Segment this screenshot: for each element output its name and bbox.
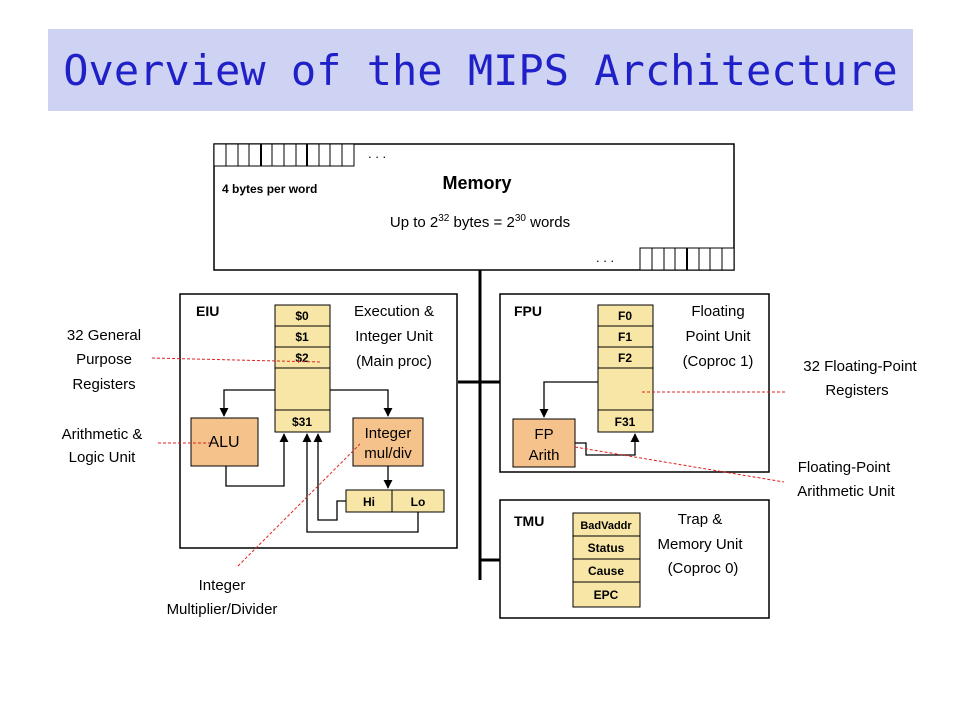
- system-bus: [458, 270, 500, 580]
- tmu-desc-line-2: Memory Unit: [657, 536, 743, 553]
- fpr-1: F1: [618, 330, 632, 344]
- memory-label: Memory: [442, 173, 511, 193]
- lo-register: Lo: [411, 495, 426, 509]
- muldiv-box: [352, 417, 424, 467]
- bytes-per-word-label: 4 bytes per word: [222, 182, 317, 196]
- tmu-desc-line-3: (Coproc 0): [668, 560, 739, 577]
- tmu-reg-badvaddr: BadVaddr: [580, 520, 632, 532]
- tmu-block: TMU Trap & Memory Unit (Coproc 0) BadVad…: [499, 499, 770, 619]
- alu-label: ALU: [208, 434, 239, 451]
- annotation-fparith-pointer: [574, 446, 785, 483]
- memory-ellipsis-bottom: . . .: [596, 250, 614, 265]
- muldiv-label-1: Integer: [365, 425, 412, 442]
- fpr-0: F0: [618, 309, 632, 323]
- annotation-muldiv-line-1: Integer: [199, 577, 246, 594]
- annotation-gpr-line-1: 32 General: [67, 327, 141, 344]
- annotation-alu-line-1: Arithmetic &: [62, 426, 143, 443]
- annotation-muldiv-line-2: Multiplier/Divider: [167, 601, 278, 618]
- annotation-gpr-line-3: Registers: [72, 376, 135, 393]
- eiu-desc-line-1: Execution &: [354, 303, 434, 320]
- fp-arith-box: [512, 418, 576, 468]
- annotation-muldiv: Integer Multiplier/Divider: [167, 443, 361, 618]
- fpu-name: FPU: [514, 303, 542, 319]
- page-title: Overview of the MIPS Architecture: [63, 45, 898, 95]
- fpr-2: F2: [618, 351, 632, 365]
- annotation-fpr-line-1: 32 Floating-Point: [803, 358, 917, 375]
- memory-words-top: [213, 143, 355, 167]
- gpr-1: $1: [295, 330, 309, 344]
- gpr-2: $2: [295, 351, 309, 365]
- eiu-desc-line-3: (Main proc): [356, 353, 432, 370]
- gpr-31: $31: [292, 415, 312, 429]
- muldiv-label-2: mul/div: [364, 445, 412, 462]
- annotation-gpr-pointer: [151, 357, 321, 363]
- fpu-desc-line-3: (Coproc 1): [683, 353, 754, 370]
- tmu-register-file: [572, 512, 641, 608]
- fp-arith-label-1: FP: [534, 426, 553, 443]
- fpu-desc-line-1: Floating: [691, 303, 744, 320]
- tmu-reg-status: Status: [588, 541, 625, 555]
- annotation-alu-line-2: Logic Unit: [69, 449, 137, 466]
- eiu-wiring: [219, 389, 419, 533]
- tmu-reg-cause: Cause: [588, 564, 624, 578]
- alu-box: [190, 417, 259, 467]
- fpu-wiring: [539, 381, 640, 456]
- annotation-gpr-line-2: Purpose: [76, 351, 132, 368]
- memory-block: . . . . . . 4 bytes per word Memory Up t…: [213, 143, 735, 271]
- annotation-fparith: Floating-Point Arithmetic Unit: [574, 446, 896, 500]
- tmu-name: TMU: [514, 513, 544, 529]
- fpu-block: FPU Floating Point Unit (Coproc 1) F0 F1…: [499, 293, 770, 473]
- memory-words-bottom: [639, 247, 735, 271]
- tmu-desc-line-1: Trap &: [678, 511, 722, 528]
- annotation-fpr-line-2: Registers: [825, 382, 888, 399]
- fpu-desc-line-2: Point Unit: [685, 328, 751, 345]
- gpr-0: $0: [295, 309, 309, 323]
- annotation-alu: Arithmetic & Logic Unit: [62, 426, 210, 466]
- title-bar: Overview of the MIPS Architecture: [48, 29, 913, 111]
- annotation-fpr: 32 Floating-Point Registers: [642, 358, 918, 399]
- eiu-name: EIU: [196, 303, 219, 319]
- annotation-gpr: 32 General Purpose Registers: [67, 327, 321, 393]
- memory-size: Up to 232 bytes = 230 words: [390, 213, 570, 231]
- hi-register: Hi: [363, 495, 375, 509]
- eiu-desc-line-2: Integer Unit: [355, 328, 433, 345]
- tmu-reg-epc: EPC: [594, 588, 619, 602]
- annotation-fparith-line-2: Arithmetic Unit: [797, 483, 895, 500]
- hilo-box: [345, 489, 445, 513]
- fp-arith-label-2: Arith: [529, 447, 560, 464]
- annotation-muldiv-pointer: [237, 443, 361, 567]
- memory-ellipsis-top: . . .: [368, 146, 386, 161]
- fpr-31: F31: [615, 415, 636, 429]
- eiu-block: EIU Execution & Integer Unit (Main proc)…: [179, 293, 458, 549]
- annotation-fparith-line-1: Floating-Point: [798, 459, 891, 476]
